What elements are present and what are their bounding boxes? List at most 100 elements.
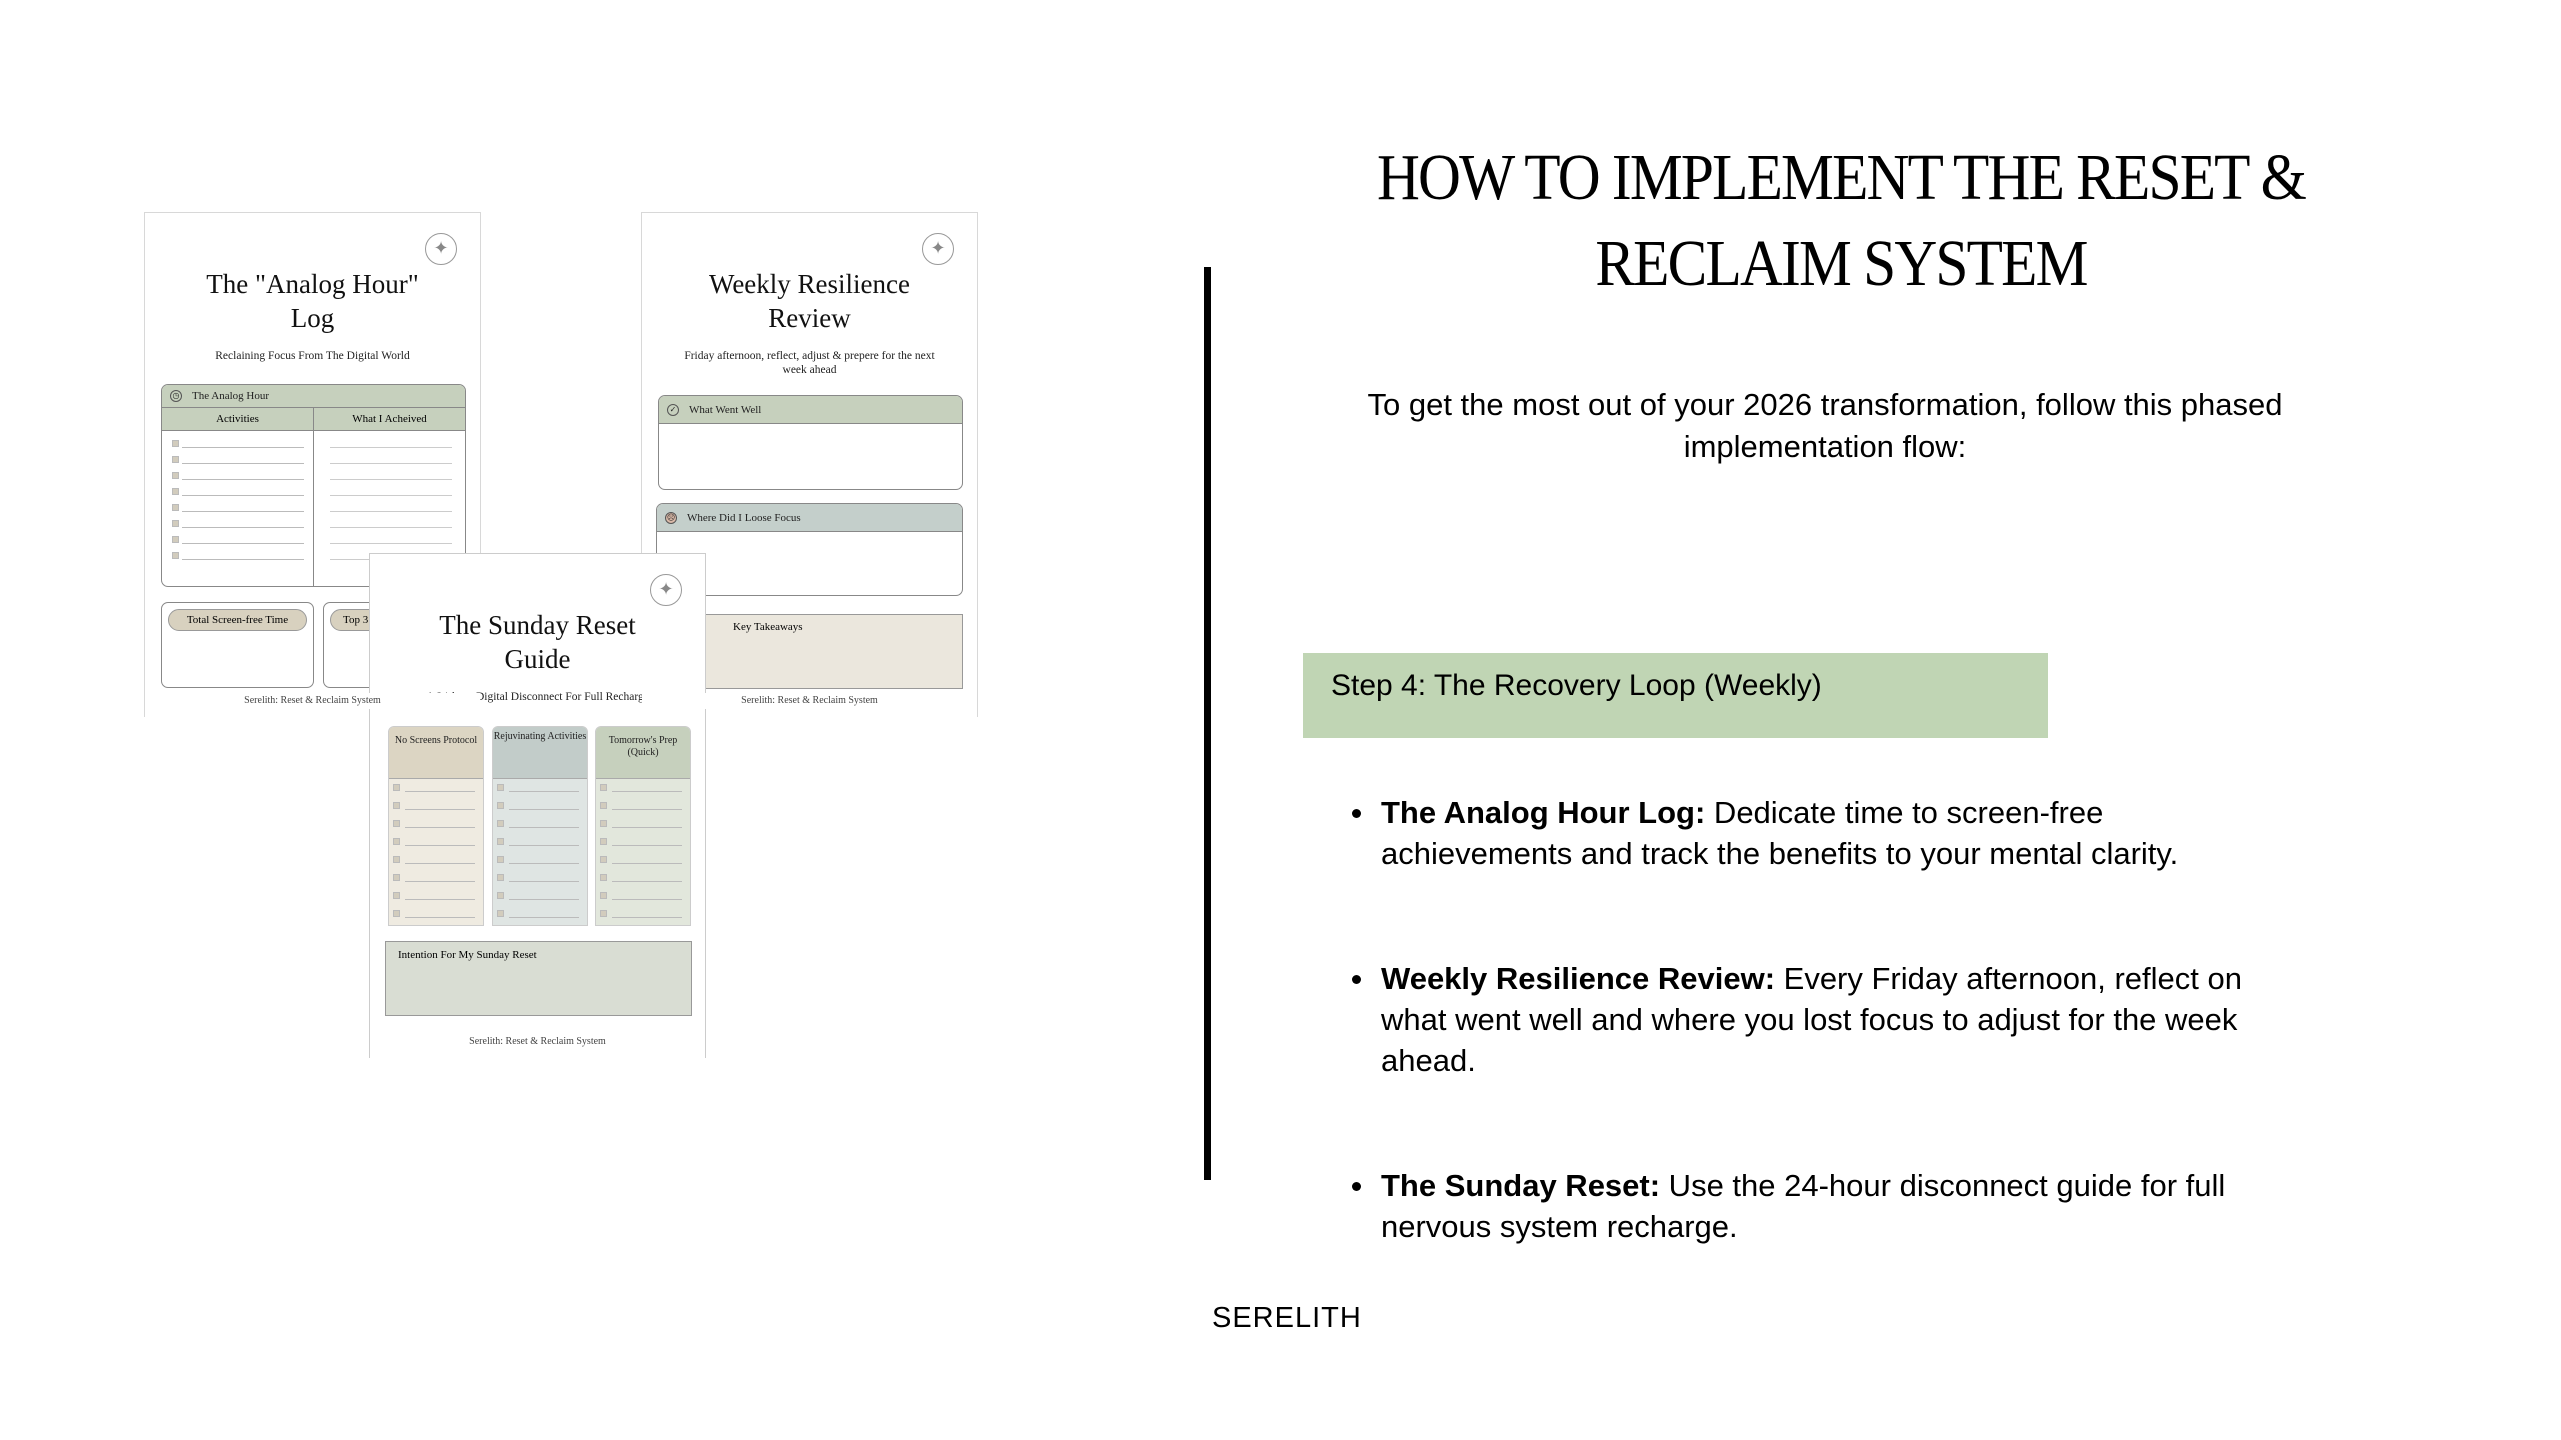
checkbox-icon [172,552,179,559]
total-screen-free-time-box: Total Screen-free Time [161,602,314,688]
title-line: RECLAIM SYSTEM [1595,227,2088,300]
clock-icon: ◷ [170,390,182,402]
box-label: Total Screen-free Time [168,609,307,631]
checkbox-icon [497,820,504,827]
checkbox-icon [393,892,400,899]
checkbox-icon [497,838,504,845]
no-screens-protocol-column: No Screens Protocol [388,726,484,926]
key-takeaways-box: Key Takeaways [656,614,963,689]
checkbox-icon [600,820,607,827]
worksheet-title: The Sunday Reset Guide [439,610,636,674]
worksheet-footer: Serelith: Reset & Reclaim System [145,693,480,709]
checklist-row [596,887,690,905]
checkbox-icon [497,856,504,863]
checkbox-icon [497,892,504,899]
column-header: Rejuvinating Activities [493,727,587,779]
page-title: HOW TO IMPLEMENT THE RESET & RECLAIM SYS… [1291,135,2391,307]
step-banner: Step 4: The Recovery Loop (Weekly) [1303,653,2048,738]
checklist-row [162,467,465,483]
checklist-row [596,833,690,851]
checklist-row [596,797,690,815]
checkbox-icon [497,784,504,791]
item-title: Weekly Resilience Review: [1381,961,1776,996]
checklist-row [389,833,483,851]
checkbox-icon [600,838,607,845]
checklist-row [389,887,483,905]
compass-icon: ✦ [922,233,954,265]
checkbox-icon [497,910,504,917]
checkbox-icon [600,874,607,881]
checklist-row [162,499,465,515]
worksheet-subtitle: A 24-hour Digital Disconnect For Full Re… [426,691,649,703]
checklist-row [493,833,587,851]
checklist-row [596,869,690,887]
checklist-row [389,815,483,833]
checklist-row [389,905,483,923]
checkbox-icon [172,504,179,511]
checklist-row [493,797,587,815]
checklist-row [389,797,483,815]
checkbox-icon [172,456,179,463]
title-line: HOW TO IMPLEMENT THE RESET & [1376,141,2307,214]
checkbox-icon [600,784,607,791]
checklist-row [596,905,690,923]
list-item: The Analog Hour Log: Dedicate time to sc… [1352,792,2255,874]
checkbox-icon [393,820,400,827]
tomorrows-prep-column: Tomorrow's Prep (Quick) [595,726,691,926]
rejuvinating-activities-column: Rejuvinating Activities [492,726,588,926]
checklist-row [493,779,587,797]
item-title: The Sunday Reset: [1381,1168,1661,1203]
checklist-row [493,905,587,923]
worksheet-footer: Serelith: Reset & Reclaim System [370,1034,705,1050]
checklist-row [493,887,587,905]
divider-line [1204,267,1211,1180]
checkbox-icon [393,802,400,809]
item-text: Use the 24-hour disconnect guide for ful… [1381,1168,2226,1244]
checkbox-icon [393,874,400,881]
item-text: Every Friday afternoon, reflect on what … [1381,961,2242,1078]
checkbox-icon [393,838,400,845]
column-header: Tomorrow's Prep (Quick) [596,727,690,779]
compass-icon: ✦ [650,574,682,606]
worksheet-footer: Serelith: Reset & Reclaim System [642,693,977,709]
compass-icon: ✦ [425,233,457,265]
checklist-row [389,779,483,797]
checklist-row [162,483,465,499]
checklist-row [162,451,465,467]
checkbox-icon [497,802,504,809]
checkbox-icon [172,488,179,495]
checklist-row [389,851,483,869]
checklist-row [162,515,465,531]
checkbox-icon [172,536,179,543]
column-header: No Screens Protocol [389,727,483,779]
checklist-row [493,869,587,887]
list-item: Weekly Resilience Review: Every Friday a… [1352,958,2255,1081]
checkbox-icon [172,520,179,527]
checklist-row [493,815,587,833]
bullet-list: The Analog Hour Log: Dedicate time to sc… [1352,792,2255,1331]
checkbox-icon [172,472,179,479]
checklist-row [162,435,465,451]
checklist-row [596,779,690,797]
what-went-well-box: ✓What Went Well [658,395,963,490]
checkbox-icon [600,892,607,899]
checkbox-icon [393,910,400,917]
worksheet-subtitle: Friday afternoon, reflect, adjust & prep… [684,350,935,376]
item-text: Dedicate time to screen-free achievement… [1381,795,2179,871]
checkbox-icon [600,802,607,809]
intro-text: To get the most out of your 2026 transfo… [1367,387,2283,464]
checkbox-icon [393,856,400,863]
face-icon: ☹ [665,512,677,524]
table-title: The Analog Hour [192,390,269,402]
column-header: What I Acheived [352,413,427,425]
worksheet-title: Weekly Resilience Review [709,269,910,333]
box-label: Key Takeaways [733,621,803,633]
box-label: What Went Well [689,404,762,416]
checkbox-icon [600,856,607,863]
checklist-row [493,851,587,869]
checkbox-icon [393,784,400,791]
checkbox-icon [600,910,607,917]
worksheet-subtitle: Reclaining Focus From The Digital World [215,350,410,362]
checkbox-icon [172,440,179,447]
box-label: Where Did I Loose Focus [687,512,801,524]
